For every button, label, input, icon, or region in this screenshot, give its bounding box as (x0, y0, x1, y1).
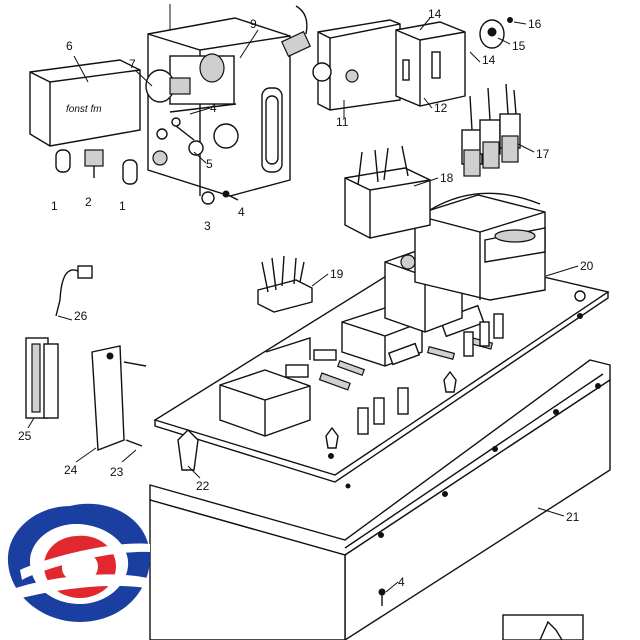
label-4b: 4 (238, 205, 245, 219)
label-4c: 4 (398, 575, 405, 589)
label-26: 26 (74, 309, 88, 323)
connector-strip-18 (344, 145, 431, 239)
front-cover-6: fonst fm (29, 59, 141, 147)
label-6: 6 (66, 39, 73, 53)
label-21: 21 (566, 510, 580, 524)
front-housing (147, 17, 291, 197)
label-17: 17 (536, 147, 550, 161)
label-7: 7 (129, 57, 136, 71)
brand-swirl-logo (7, 503, 151, 622)
label-15: 15 (512, 39, 526, 53)
knob-1b (122, 159, 138, 185)
screw-bottom (378, 588, 386, 606)
label-14a: 14 (428, 7, 442, 21)
standoff-22 (177, 429, 199, 471)
rear-pcb-assembly (280, 5, 401, 111)
label-12: 12 (434, 101, 448, 115)
nut-washer (152, 117, 195, 166)
front-panel-script: fonst fm (66, 104, 102, 115)
lamp-bulb (145, 69, 191, 103)
label-11: 11 (336, 115, 349, 129)
button-3 (201, 191, 215, 205)
label-1a: 1 (51, 199, 58, 213)
label-24: 24 (64, 463, 78, 477)
cover-24 (91, 345, 147, 451)
label-4a: 4 (210, 101, 217, 115)
label-14b: 14 (482, 53, 496, 67)
knob-socket-15 (479, 17, 513, 49)
leader-lines (27, 4, 579, 593)
label-3: 3 (204, 219, 211, 233)
lead-wire-26 (55, 265, 93, 317)
label-25: 25 (18, 429, 32, 443)
main-circuit-board (153, 249, 610, 489)
label-1b: 1 (119, 199, 126, 213)
label-9: 9 (250, 17, 257, 31)
mounting-plate-12 (395, 21, 466, 107)
spade-terminals (357, 313, 504, 435)
knob-1a (55, 149, 71, 173)
switch-2 (84, 149, 104, 178)
terminal-block-25 (25, 337, 59, 419)
label-5: 5 (206, 157, 213, 171)
base-enclosure (149, 359, 611, 640)
transformer (384, 192, 546, 333)
label-18: 18 (440, 171, 454, 185)
label-16: 16 (528, 17, 542, 31)
label-2: 2 (85, 195, 92, 209)
screw-4 (222, 190, 239, 201)
label-22: 22 (196, 479, 210, 493)
relay-block-17 (461, 83, 521, 177)
label-23: 23 (110, 465, 124, 479)
connector-strip-19 (257, 255, 313, 313)
label-19: 19 (330, 267, 344, 281)
part-number-labels: 6 7 9 4 5 1 2 1 3 4 11 12 14 14 15 16 17… (18, 7, 594, 589)
label-20: 20 (580, 259, 594, 273)
